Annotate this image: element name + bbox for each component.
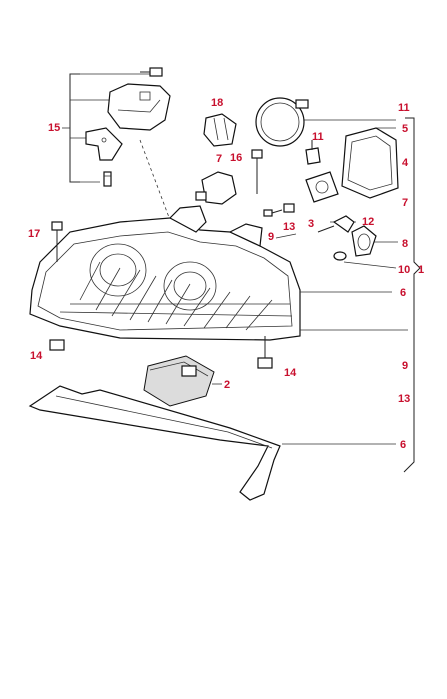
callout-2: 2 xyxy=(224,379,231,391)
group-bracket-left xyxy=(69,73,80,183)
screw-top xyxy=(140,67,163,77)
callout-13-right: 13 xyxy=(398,393,411,405)
clip-14-right xyxy=(257,336,273,369)
callout-4: 4 xyxy=(402,157,409,169)
bulb-12 xyxy=(317,215,355,233)
clip-18 xyxy=(203,113,237,147)
callout-9-housing: 9 xyxy=(268,231,275,243)
callout-15: 15 xyxy=(48,122,61,134)
callout-8: 8 xyxy=(402,238,409,250)
cap-8 xyxy=(351,225,377,257)
socket-3 xyxy=(305,171,339,203)
socket-13 xyxy=(283,203,295,213)
bolt-lower xyxy=(103,171,112,187)
callout-14-left: 14 xyxy=(30,350,43,362)
callout-12: 12 xyxy=(362,216,375,228)
cover-4 xyxy=(341,127,399,199)
control-unit-2 xyxy=(143,355,222,407)
callout-14-right: 14 xyxy=(284,367,297,379)
small-bracket xyxy=(85,127,123,161)
callout-3: 3 xyxy=(308,218,315,230)
callout-11-bulb: 11 xyxy=(312,131,324,143)
clip-14-left xyxy=(49,339,65,351)
bulb-11 xyxy=(305,140,321,165)
callout-6-trim: 6 xyxy=(400,439,407,451)
callout-17: 17 xyxy=(28,228,41,240)
callout-6-housing: 6 xyxy=(400,287,407,299)
callout-7-right: 7 xyxy=(402,197,409,209)
actuator-7 xyxy=(195,171,237,205)
ring-seal-5 xyxy=(255,97,309,147)
screw-17 xyxy=(51,221,63,262)
callout-11-right: 11 xyxy=(398,102,410,114)
bulb-10 xyxy=(333,251,347,261)
callout-7-actuator: 7 xyxy=(216,153,223,165)
screw-16 xyxy=(251,149,263,194)
callout-10: 10 xyxy=(398,264,411,276)
headlight-housing xyxy=(29,205,301,341)
callout-9-right: 9 xyxy=(402,360,409,372)
callout-13-housing: 13 xyxy=(283,221,296,233)
bulb-9 xyxy=(263,209,283,217)
callout-16: 16 xyxy=(230,152,243,164)
trim-strip-6 xyxy=(28,385,281,501)
callout-5: 5 xyxy=(402,123,409,135)
callout-18: 18 xyxy=(211,97,224,109)
mounting-bracket-plate xyxy=(107,83,171,131)
assembly-bracket-right xyxy=(403,117,421,473)
callout-1: 1 xyxy=(418,264,425,276)
